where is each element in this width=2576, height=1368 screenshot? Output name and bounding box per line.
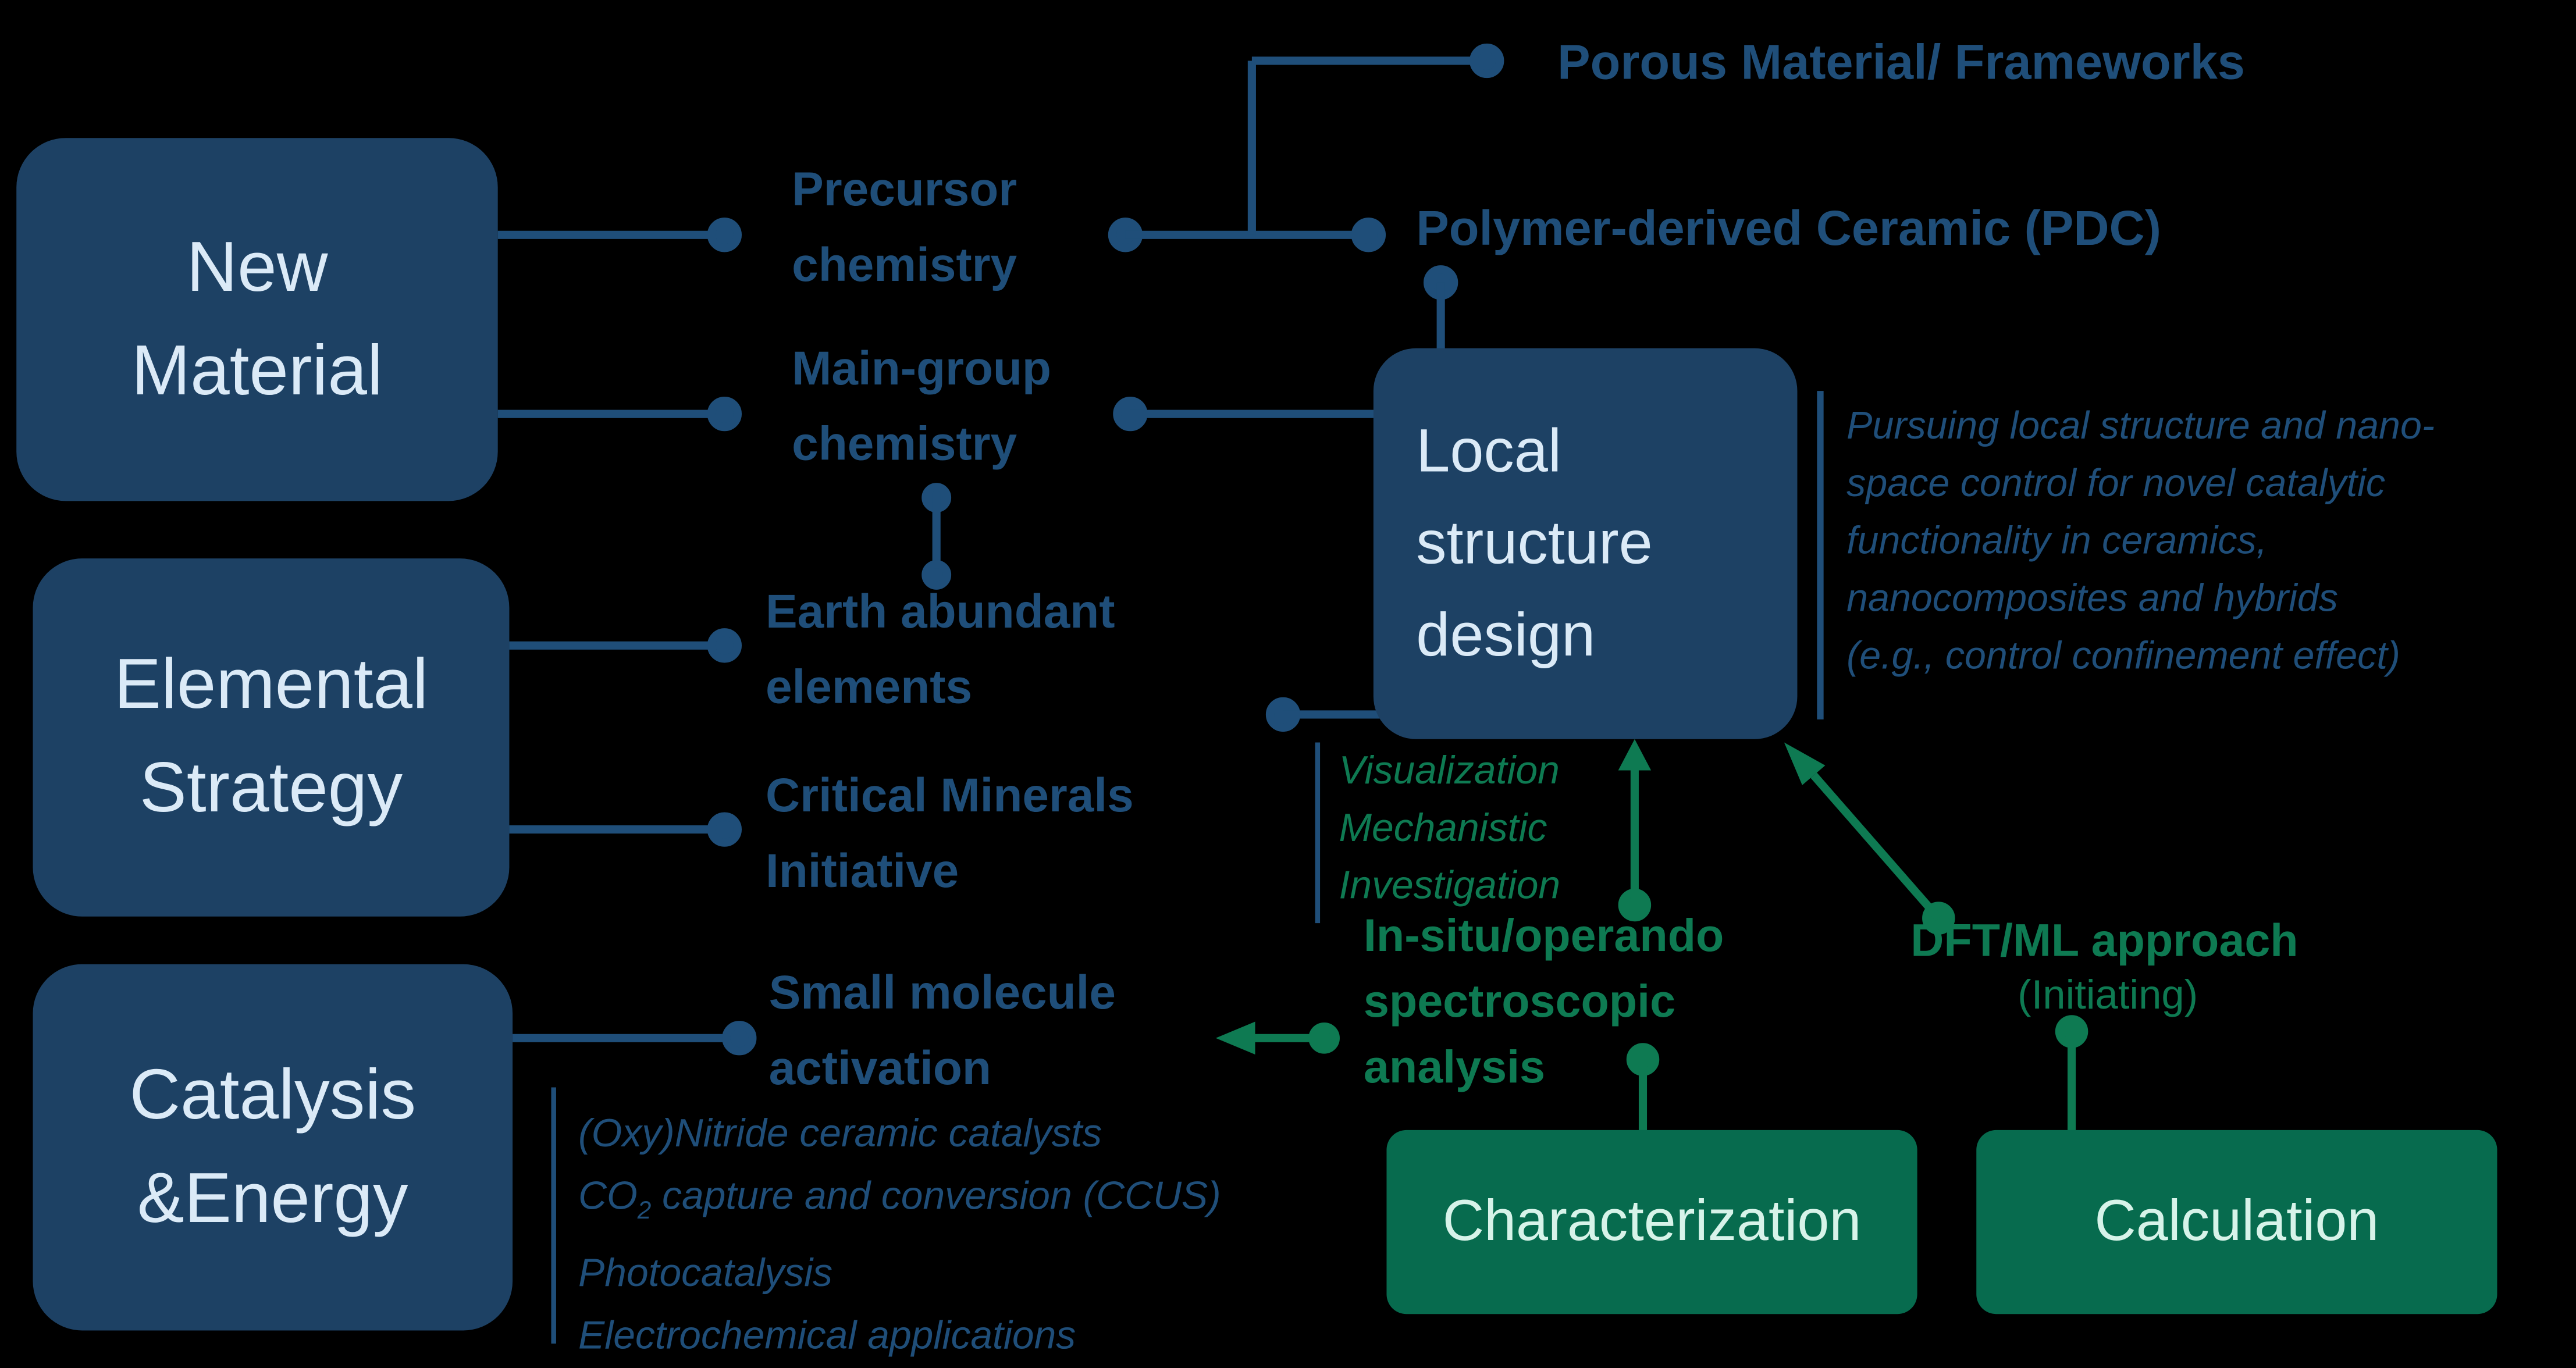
catalysis-energy-line1: Catalysis [129, 1055, 417, 1134]
label-precursor-chemistry: Precursor chemistry [792, 153, 1017, 304]
label-small-molecule: Small molecule activation [769, 956, 1116, 1107]
characterization-label: Characterization [1442, 1189, 1862, 1253]
annotation-line3: functionality in ceramics, [1846, 519, 2268, 562]
dot-earth-left [707, 628, 742, 663]
application-co2: CO2 capture and conversion (CCUS) [578, 1166, 1221, 1243]
co2-rest: capture and conversion (CCUS) [651, 1174, 1221, 1219]
dot-porous-left [1470, 43, 1504, 79]
application-photocatalysis: Photocatalysis [578, 1251, 833, 1296]
arrow-insitu-localbox-head [1618, 739, 1652, 771]
box-calculation: Calculation [1976, 1130, 2497, 1314]
new-material-line1: New [186, 227, 328, 307]
dot-smallmolecule-left [722, 1021, 757, 1056]
box-elemental-strategy: Elemental Strategy [33, 558, 510, 917]
label-porous-frameworks: Porous Material/ Frameworks [1557, 36, 2245, 91]
visualization-line1: Visualization [1339, 749, 1560, 793]
applications-list: (Oxy)Nitride ceramic catalysts CO2 captu… [578, 1104, 1221, 1368]
earth-abundant-line1: Earth abundant [765, 586, 1115, 639]
annotation-line5: (e.g., control confinement effect) [1846, 634, 2400, 677]
earth-abundant-line2: elements [765, 662, 973, 715]
box-characterization: Characterization [1386, 1130, 1917, 1314]
main-group-line2: chemistry [792, 419, 1017, 472]
label-polymer-derived-ceramic: Polymer-derived Ceramic (PDC) [1416, 202, 2161, 256]
main-group-line1: Main-group [792, 343, 1051, 396]
label-insitu-block: In-situ/operando spectroscopic analysis [1364, 903, 1724, 1100]
co2-subscript: 2 [637, 1197, 652, 1226]
insitu-line3: analysis [1363, 1041, 1546, 1092]
critical-minerals-line1: Critical Minerals [765, 770, 1134, 823]
box-new-material: New Material [16, 138, 498, 501]
arrow-insitu-smallmolecule-head [1215, 1021, 1255, 1055]
insitu-line1: In-situ/operando [1363, 910, 1724, 961]
box-local-structure-design: Local structure design [1373, 348, 1798, 739]
application-electrochemical: Electrochemical applications [578, 1313, 1076, 1358]
dot-maingroup-left [707, 396, 742, 432]
arrow-dft-localbox-head [1784, 742, 1826, 785]
new-material-line2: Material [131, 331, 383, 410]
annotation-line2: space control for novel catalytic [1846, 461, 2386, 504]
elemental-strategy-line2: Strategy [139, 749, 403, 828]
small-molecule-line1: Small molecule [768, 967, 1116, 1020]
label-dft-ml: DFT/ML approach [1910, 909, 2298, 974]
precursor-line1: Precursor [792, 164, 1017, 217]
annotation-pursuing: Pursuing local structure and nano- space… [1846, 397, 2435, 685]
application-oxynitride: (Oxy)Nitride ceramic catalysts [578, 1112, 1102, 1157]
dot-critical-left [707, 812, 742, 847]
label-main-group-chemistry: Main-group chemistry [792, 332, 1051, 483]
catalysis-energy-line2: &Energy [137, 1159, 408, 1238]
visualization-line3: Investigation [1339, 864, 1561, 909]
dot-maingroup-earth-bottom [921, 560, 952, 590]
local-structure-line1: Local [1416, 417, 1562, 485]
annotation-line4: nanocomposites and hybrids [1846, 576, 2338, 619]
dot-pdc-left [1351, 218, 1386, 252]
label-visualization-block: Visualization Mechanistic Investigation [1339, 742, 1561, 915]
visualization-line2: Mechanistic [1339, 806, 1547, 851]
label-dft-initiating: (Initiating) [2018, 972, 2198, 1018]
dft-ml-label: DFT/ML approach [1910, 914, 2299, 966]
arrow-dft-localbox-shaft [1810, 772, 1942, 921]
elemental-strategy-line1: Elemental [113, 645, 428, 725]
box-catalysis-energy: Catalysis &Energy [33, 964, 513, 1331]
co2-prefix: CO [578, 1174, 638, 1219]
critical-minerals-line2: Initiative [765, 846, 959, 899]
label-critical-minerals: Critical Minerals Initiative [766, 759, 1134, 910]
calculation-label: Calculation [2094, 1189, 2379, 1253]
annotation-line1: Pursuing local structure and nano- [1846, 404, 2435, 447]
local-structure-line3: design [1416, 601, 1596, 669]
small-molecule-line2: activation [768, 1043, 991, 1096]
insitu-line2: spectroscopic [1363, 975, 1676, 1027]
local-structure-line2: structure [1416, 509, 1653, 577]
label-earth-abundant: Earth abundant elements [766, 575, 1115, 726]
dot-precursor-left [707, 218, 742, 252]
precursor-line2: chemistry [792, 240, 1017, 293]
